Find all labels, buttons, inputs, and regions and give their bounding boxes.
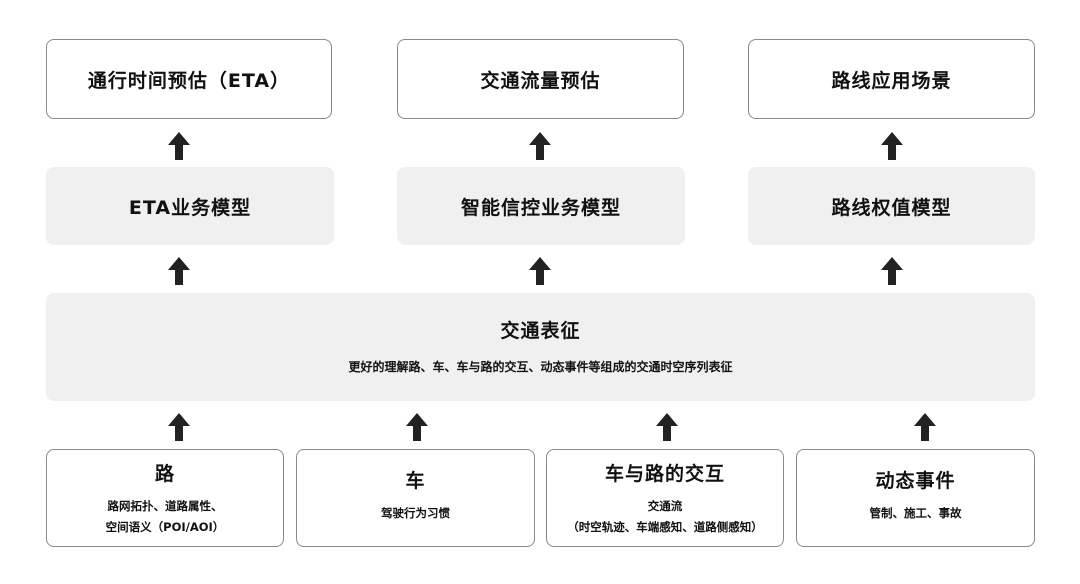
traffic-representation-subtitle: 更好的理解路、车、车与路的交互、动态事件等组成的交通时空序列表征 [348,360,733,374]
arrow-up-icon [167,412,191,442]
road-input-description: 路网拓扑、道路属性、 空间语义（POI/AOI） [106,496,225,536]
traffic-flow-prediction-title: 交通流量预估 [480,69,601,92]
arrow-up-icon [167,256,191,286]
car-input-description: 驾驶行为习惯 [381,506,450,520]
eta-prediction-title: 通行时间预估（ETA） [87,69,291,92]
car-road-interaction-title: 车与路的交互 [604,463,725,486]
arrow-up-icon [405,412,429,442]
route-application-box: 路线应用场景 [748,39,1035,119]
traffic-representation-title: 交通表征 [500,320,581,342]
eta-prediction-box: 通行时间预估（ETA） [46,39,332,119]
signal-control-model-title: 智能信控业务模型 [460,196,621,219]
arrow-up-icon [528,256,552,286]
arrow-up-icon [528,131,552,161]
eta-business-model-box: ETA业务模型 [46,167,334,245]
dynamic-events-description: 管制、施工、事故 [869,506,962,520]
arrow-up-icon [880,256,904,286]
car-input-title: 车 [405,470,426,492]
car-road-interaction-line1: 交通流 [647,499,683,514]
road-input-box: 路 路网拓扑、道路属性、 空间语义（POI/AOI） [46,449,284,547]
traffic-flow-prediction-box: 交通流量预估 [397,39,684,119]
road-input-line1: 路网拓扑、道路属性、 [107,499,223,514]
road-input-title: 路 [154,463,175,486]
arrow-up-icon [655,412,679,442]
dynamic-events-box: 动态事件 管制、施工、事故 [796,449,1035,547]
route-weight-model-title: 路线权值模型 [831,196,952,219]
signal-control-model-box: 智能信控业务模型 [397,167,685,245]
arrow-up-icon [880,131,904,161]
car-road-interaction-box: 车与路的交互 交通流 （时空轨迹、车端感知、道路侧感知） [546,449,784,547]
car-road-interaction-line2: （时空轨迹、车端感知、道路侧感知） [567,519,763,534]
traffic-representation-box: 交通表征 更好的理解路、车、车与路的交互、动态事件等组成的交通时空序列表征 [46,293,1035,401]
car-road-interaction-description: 交通流 （时空轨迹、车端感知、道路侧感知） [567,496,763,536]
car-input-box: 车 驾驶行为习惯 [296,449,535,547]
road-input-line2: 空间语义（POI/AOI） [105,519,225,534]
dynamic-events-title: 动态事件 [875,470,956,492]
route-application-title: 路线应用场景 [831,69,952,92]
eta-business-model-title: ETA业务模型 [128,196,252,219]
arrow-up-icon [913,412,937,442]
arrow-up-icon [167,131,191,161]
route-weight-model-box: 路线权值模型 [748,167,1035,245]
